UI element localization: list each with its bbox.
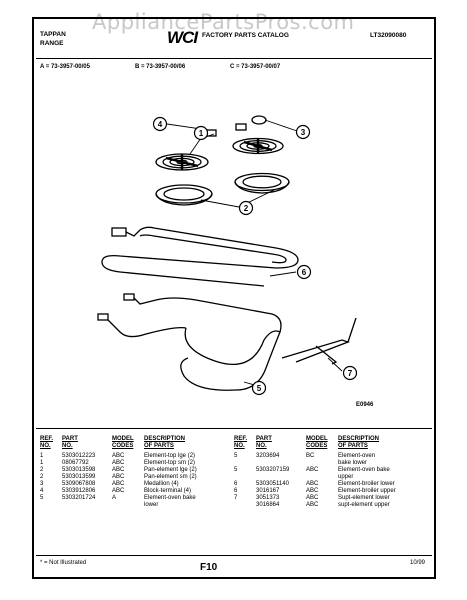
model-list: A = 73-3957-00/05 B = 73-3957-00/06 C = … [0,64,467,74]
header-desc: DESCRIPTION OF PARTS [144,436,186,449]
oven-element-upper [101,226,299,287]
table-rule [36,428,432,429]
wci-logo: WCI [167,28,198,47]
svg-text:5: 5 [257,384,262,393]
header-part: PART NO. [62,436,78,449]
model-a: A = 73-3957-00/05 [40,64,90,70]
header-model: MODEL CODES [112,436,134,449]
watermark-text: AppliancePartsPros.com [92,10,355,34]
page-frame [32,17,436,579]
header-ref: REF. NO. [234,436,248,449]
footnote: * = Not Illustrated [40,560,87,566]
svg-text:2: 2 [244,204,249,213]
callout-1: 1 [193,125,209,141]
surface-element-left [155,153,209,171]
footer-rule [36,555,432,556]
broiler-element-lower [97,293,282,391]
callout-4: 4 [152,116,168,132]
parts-table-right: REF. NO. PART NO. MODEL CODES DESCRIPTIO… [234,436,430,509]
medallion [251,115,267,125]
surface-element-right [232,137,284,155]
catalog-number: LT32090080 [370,32,407,39]
figure-code: E0946 [356,402,374,408]
terminal-block-right [235,123,247,131]
svg-text:1: 1 [199,129,204,138]
drip-pan-left [155,184,213,206]
callout-5: 5 [251,380,267,396]
svg-text:4: 4 [158,120,163,129]
table-header-row: REF. NO. PART NO. MODEL CODES DESCRIPTIO… [40,436,236,453]
svg-text:6: 6 [302,268,307,277]
callout-2: 2 [238,200,254,216]
exploded-parts-diagram: 1 2 3 4 5 6 7 E0946 [97,115,374,408]
header-model: MODEL CODES [306,436,328,449]
brand-line-1: TAPPAN [40,31,66,38]
header-desc: DESCRIPTION OF PARTS [338,436,380,449]
callout-6: 6 [296,264,312,280]
table-header-row: REF. NO. PART NO. MODEL CODES DESCRIPTIO… [234,436,430,453]
svg-text:7: 7 [348,369,353,378]
revision-date: 10/99 [410,560,426,566]
element-support [281,317,357,365]
callout-3: 3 [295,124,311,140]
brand-line-2: RANGE [40,40,64,47]
header-rule [36,58,432,59]
drip-pan-right [234,172,290,194]
callout-7: 7 [342,365,358,381]
model-c: C = 73-3957-00/07 [230,64,281,70]
header-ref: REF. NO. [40,436,54,449]
model-b: B = 73-3957-00/06 [135,64,186,70]
catalog-title: FACTORY PARTS CATALOG [202,32,289,39]
svg-text:3: 3 [301,128,306,137]
parts-table-left: REF. NO. PART NO. MODEL CODES DESCRIPTIO… [40,436,236,509]
header-part: PART NO. [256,436,272,449]
page-number: F10 [200,562,218,573]
